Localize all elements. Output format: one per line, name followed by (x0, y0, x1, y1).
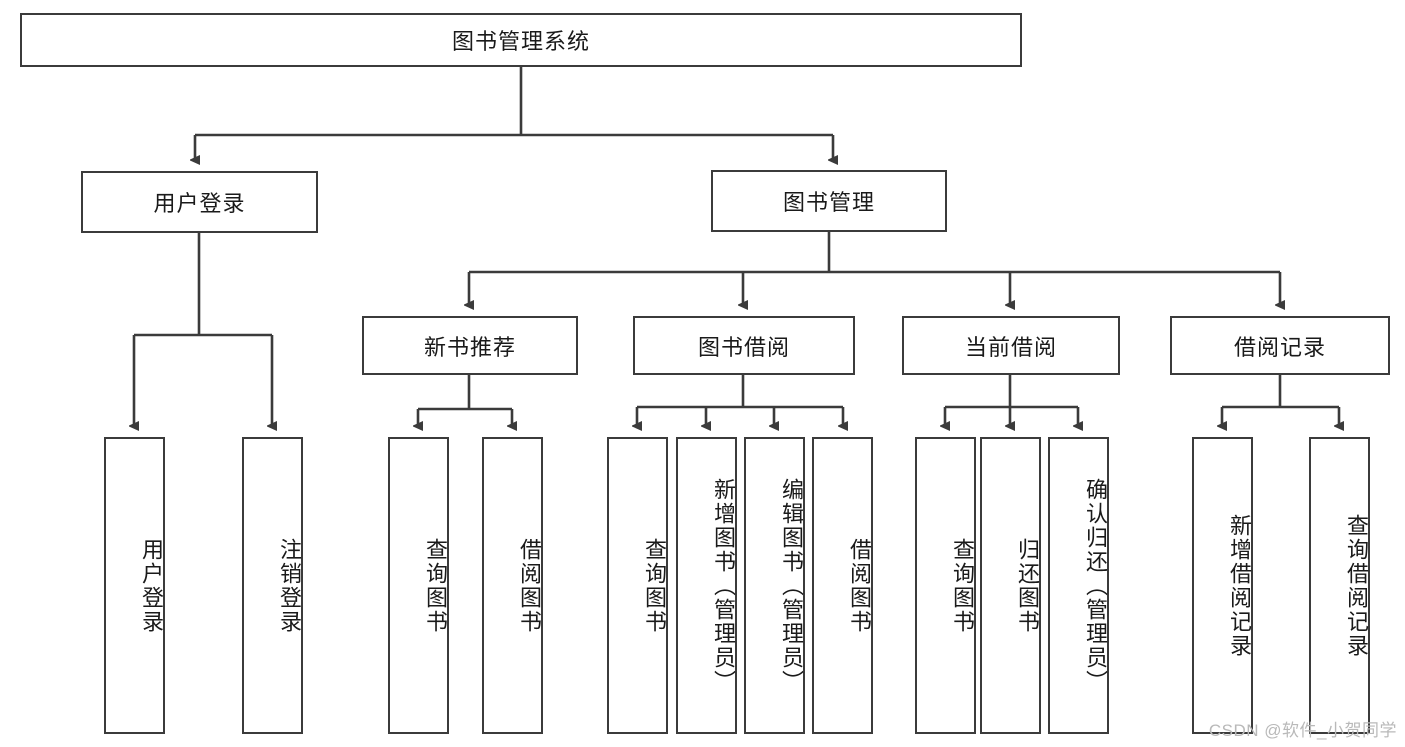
leaf-user-login[interactable]: 用户登录 (104, 437, 165, 734)
node-book-borrow-label: 图书借阅 (697, 334, 790, 360)
node-book-borrow[interactable]: 图书借阅 (633, 316, 855, 375)
leaf-newbook-borrow-book[interactable]: 借阅图书 (482, 437, 543, 734)
leaf-borrow-add-book-label: 新增图书（管理员） (711, 477, 736, 694)
leaf-current-confirm-return[interactable]: 确认归还（管理员） (1048, 437, 1109, 734)
leaf-borrow-query-book[interactable]: 查询图书 (607, 437, 668, 734)
leaf-current-return-book[interactable]: 归还图书 (980, 437, 1041, 734)
node-user-login[interactable]: 用户登录 (81, 171, 318, 233)
leaf-borrow-edit-book[interactable]: 编辑图书（管理员） (744, 437, 805, 734)
node-current-borrow-label: 当前借阅 (964, 334, 1057, 360)
leaf-records-add-record-label: 新增借阅记录 (1227, 513, 1252, 658)
node-new-book-recommend[interactable]: 新书推荐 (362, 316, 578, 375)
leaf-current-query-book-label: 查询图书 (950, 537, 975, 634)
leaf-borrow-add-book[interactable]: 新增图书（管理员） (676, 437, 737, 734)
node-root[interactable]: 图书管理系统 (20, 13, 1022, 67)
node-current-borrow[interactable]: 当前借阅 (902, 316, 1120, 375)
node-borrow-records[interactable]: 借阅记录 (1170, 316, 1390, 375)
leaf-records-add-record[interactable]: 新增借阅记录 (1192, 437, 1253, 734)
leaf-current-return-book-label: 归还图书 (1015, 537, 1040, 634)
node-book-management-label: 图书管理 (782, 190, 875, 215)
node-new-book-recommend-label: 新书推荐 (423, 334, 516, 360)
leaf-records-query-record-label: 查询借阅记录 (1344, 513, 1369, 658)
leaf-borrow-edit-book-label: 编辑图书（管理员） (779, 477, 804, 694)
leaf-user-login-label: 用户登录 (139, 537, 164, 634)
leaf-newbook-borrow-book-label: 借阅图书 (517, 537, 542, 634)
leaf-borrow-query-book-label: 查询图书 (642, 537, 667, 634)
node-book-management[interactable]: 图书管理 (711, 170, 947, 232)
leaf-current-query-book[interactable]: 查询图书 (915, 437, 976, 734)
leaf-newbook-query-book[interactable]: 查询图书 (388, 437, 449, 734)
csdn-watermark: CSDN @软件_小贺同学 (1208, 721, 1397, 740)
node-user-login-label: 用户登录 (153, 191, 246, 216)
leaf-current-confirm-return-label: 确认归还（管理员） (1083, 477, 1108, 694)
leaf-borrow-borrow-book[interactable]: 借阅图书 (812, 437, 873, 734)
node-borrow-records-label: 借阅记录 (1233, 334, 1326, 360)
leaf-records-query-record[interactable]: 查询借阅记录 (1309, 437, 1370, 734)
leaf-user-logout[interactable]: 注销登录 (242, 437, 303, 734)
node-root-label: 图书管理系统 (451, 29, 590, 54)
leaf-borrow-borrow-book-label: 借阅图书 (847, 537, 872, 634)
leaf-newbook-query-book-label: 查询图书 (423, 537, 448, 634)
leaf-user-logout-label: 注销登录 (277, 537, 302, 634)
